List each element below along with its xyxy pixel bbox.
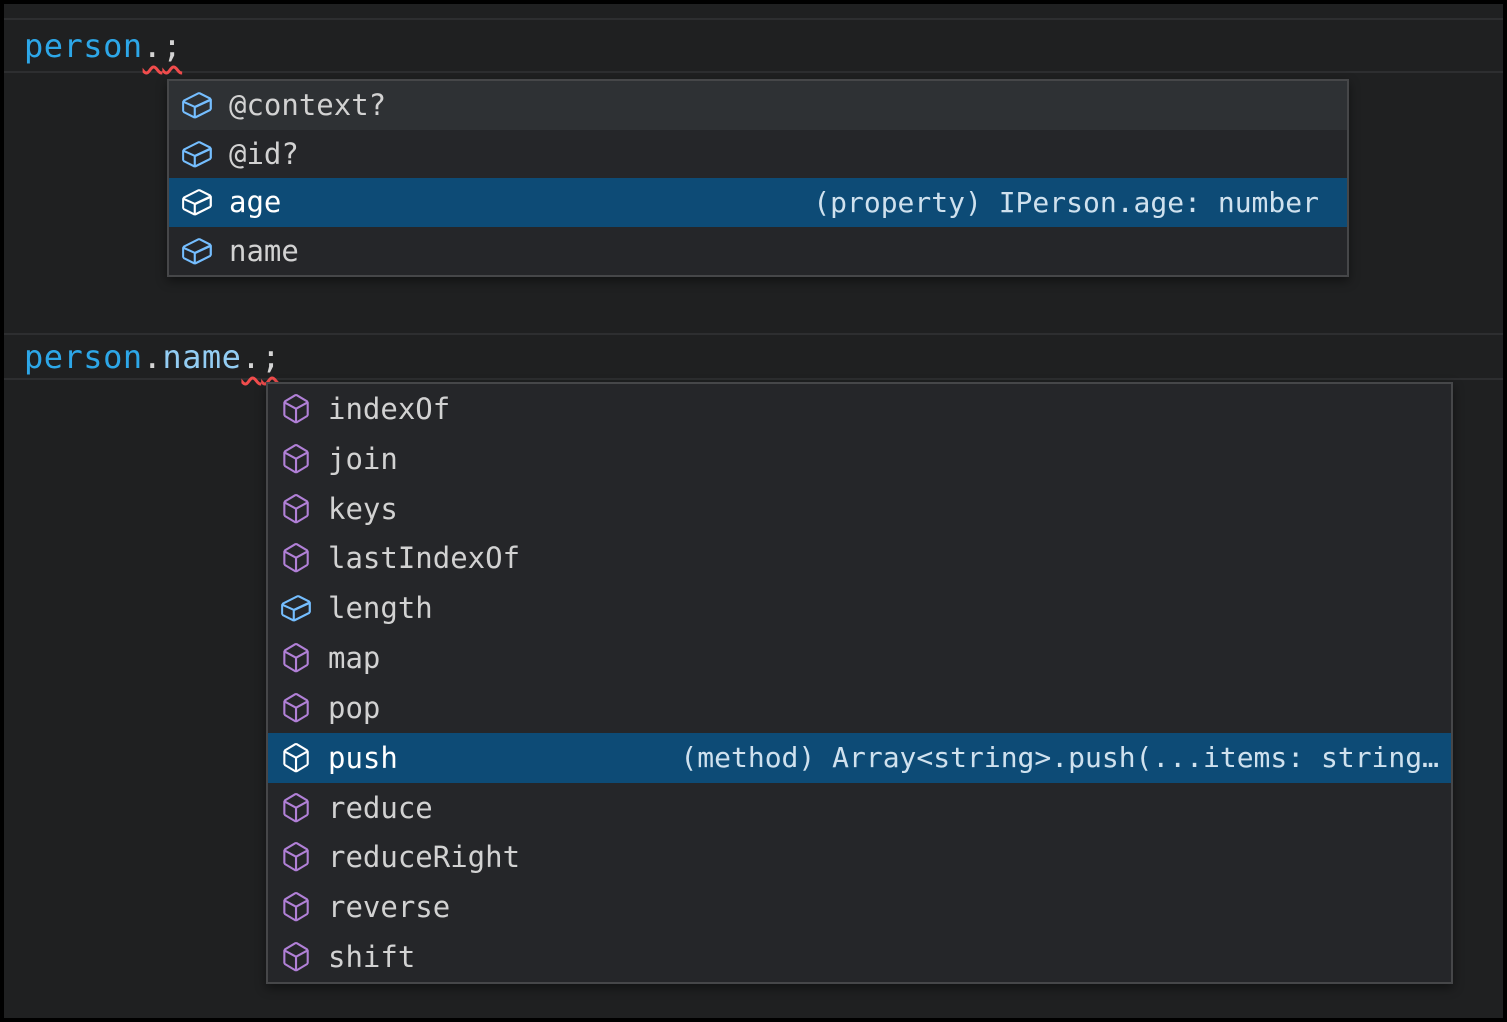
suggestion-item-age[interactable]: age (property) IPerson.age: number xyxy=(169,178,1347,227)
suggestion-item-reduce[interactable]: reduce xyxy=(268,783,1451,833)
suggestion-label: reduce xyxy=(328,790,433,825)
symbol-method-icon xyxy=(279,691,313,725)
suggestion-item-join[interactable]: join xyxy=(268,434,1451,484)
symbol-method-icon xyxy=(279,890,313,924)
suggestion-label: @context? xyxy=(229,88,387,123)
symbol-method-icon xyxy=(279,442,313,476)
suggestion-label: shift xyxy=(328,940,416,975)
suggestion-item-reverse[interactable]: reverse xyxy=(268,882,1451,932)
code-token: . xyxy=(142,337,163,376)
suggestion-label: map xyxy=(328,641,381,676)
suggestion-item-push[interactable]: push (method) Array<string>.push(...items… xyxy=(268,732,1451,783)
suggestion-item-length[interactable]: length xyxy=(268,583,1451,633)
suggestion-item-context[interactable]: @context? xyxy=(169,81,1347,130)
suggestion-label: age xyxy=(229,185,282,220)
suggestion-label: reverse xyxy=(328,890,451,925)
symbol-method-icon xyxy=(279,492,313,526)
symbol-field-icon xyxy=(180,88,214,122)
suggestion-label: pop xyxy=(328,690,381,725)
symbol-method-icon xyxy=(279,641,313,675)
suggestion-item-map[interactable]: map xyxy=(268,633,1451,683)
suggestion-label: @id? xyxy=(229,136,299,171)
symbol-method-icon xyxy=(279,541,313,575)
suggestion-item-indexof[interactable]: indexOf xyxy=(268,384,1451,434)
suggestion-item-shift[interactable]: shift xyxy=(268,932,1451,982)
code-token: person xyxy=(24,26,143,65)
editor-line-2[interactable]: person.name.; xyxy=(4,333,1503,380)
suggestion-item-lastindexof[interactable]: lastIndexOf xyxy=(268,533,1451,583)
suggestion-detail: (method) Array<string>.push(...items: st… xyxy=(680,741,1439,775)
symbol-method-icon xyxy=(279,741,313,775)
symbol-method-icon xyxy=(279,392,313,426)
suggestion-label: name xyxy=(229,233,299,268)
suggestion-item-name[interactable]: name xyxy=(169,227,1347,276)
suggestion-label: indexOf xyxy=(328,391,451,426)
suggestion-item-reduceright[interactable]: reduceRight xyxy=(268,832,1451,882)
suggestion-detail: (property) IPerson.age: number xyxy=(813,185,1319,219)
suggest-widget-1: @context? @id? age (property) IPerson.age: … xyxy=(167,79,1349,277)
code-token: . xyxy=(142,26,163,65)
suggestion-item-id[interactable]: @id? xyxy=(169,130,1347,179)
code-token: ; xyxy=(261,337,281,376)
suggestion-item-pop[interactable]: pop xyxy=(268,683,1451,733)
suggestion-label: reduceRight xyxy=(328,840,521,875)
suggestion-label: length xyxy=(328,591,433,626)
symbol-method-icon xyxy=(279,840,313,874)
suggestion-item-keys[interactable]: keys xyxy=(268,484,1451,534)
code-text-line-2: person.name.; xyxy=(4,338,281,376)
symbol-field-icon xyxy=(180,234,214,268)
symbol-field-icon xyxy=(180,185,214,219)
symbol-field-icon xyxy=(279,591,313,625)
code-text-line-1: person.; xyxy=(4,27,182,65)
suggest-widget-2: indexOf join keys lastIndexOf length map pop pu… xyxy=(266,382,1453,984)
code-token: . xyxy=(241,337,262,376)
suggestion-label: keys xyxy=(328,491,398,526)
code-token: person xyxy=(24,337,143,376)
editor-line-1[interactable]: person.; xyxy=(4,18,1503,73)
symbol-method-icon xyxy=(279,791,313,825)
code-token: ; xyxy=(162,26,183,65)
suggestion-label: join xyxy=(328,441,398,476)
suggestion-label: push xyxy=(328,740,398,775)
suggestion-label: lastIndexOf xyxy=(328,541,521,576)
symbol-method-icon xyxy=(279,940,313,974)
code-token: name xyxy=(162,337,242,376)
symbol-field-icon xyxy=(180,137,214,171)
